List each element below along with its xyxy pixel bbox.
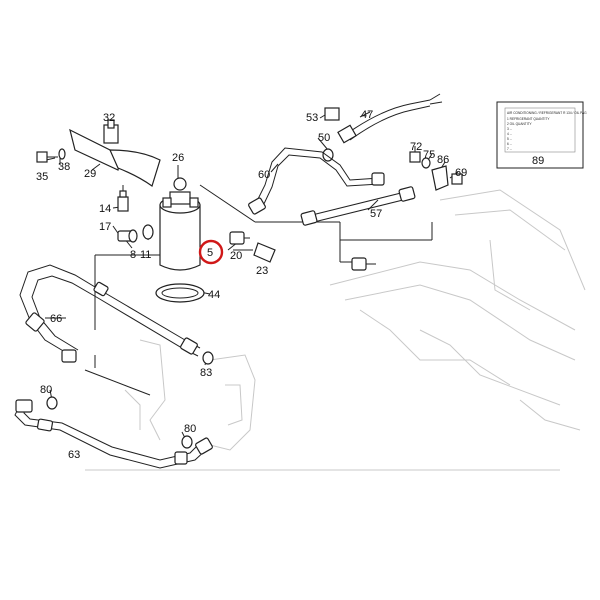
pressure-switch <box>117 185 129 212</box>
callout-26: 26 <box>172 152 184 164</box>
callout-11: 11 <box>140 249 151 261</box>
callout-50: 50 <box>318 132 330 144</box>
callout-5: 5 <box>207 247 213 259</box>
callout-29: 29 <box>84 168 96 180</box>
callout-14: 14 <box>99 203 111 215</box>
background-structure <box>85 189 586 471</box>
hose-66 <box>19 264 201 363</box>
receiver-dryer <box>159 177 201 271</box>
label-card-line: AIR CONDITIONING / REFRIGERANT R 134 / O… <box>507 111 587 115</box>
bracket <box>69 119 161 187</box>
callout-17: 17 <box>99 221 111 233</box>
label-card-line: 3 ... <box>507 127 512 131</box>
clamp-band <box>155 283 205 303</box>
bolt <box>36 148 66 163</box>
fittings <box>117 224 154 243</box>
callout-80: 80 <box>40 384 52 396</box>
label-card-line: 1 REFRIGERANT QUANTITY <box>507 117 550 121</box>
refrigerant-pipe-2 <box>300 186 416 226</box>
callout-89: 89 <box>532 155 544 167</box>
hose-switch <box>337 93 443 144</box>
valve <box>229 231 276 263</box>
callout-72: 72 <box>410 141 422 153</box>
label-card: AIR CONDITIONING / REFRIGERANT R 134 / O… <box>496 101 587 169</box>
washers-80 <box>46 396 193 449</box>
callout-83: 83 <box>200 367 212 379</box>
callout-47: 47 <box>361 109 373 121</box>
callout-53: 53 <box>306 112 318 124</box>
highlight-circle <box>198 239 224 265</box>
callout-32: 32 <box>103 112 115 124</box>
label-card-line: 6 ... <box>507 142 512 146</box>
label-card-line: 4 ... <box>507 132 512 136</box>
label-card-line: 2 OIL QUANTITY <box>507 122 533 126</box>
label-card-line: 5 ... <box>507 137 512 141</box>
callout-63: 63 <box>68 449 80 461</box>
label-card-line: 7 ... <box>507 147 512 151</box>
callout-35: 35 <box>36 171 48 183</box>
cap-part <box>324 107 340 121</box>
callout-57: 57 <box>370 208 382 220</box>
hose-63 <box>14 399 213 469</box>
callout-86: 86 <box>437 154 449 166</box>
washer-83 <box>202 351 214 365</box>
right-fittings <box>409 151 463 191</box>
callout-23: 23 <box>256 265 268 277</box>
inline-fitting <box>351 257 376 271</box>
callout-20: 20 <box>230 250 242 262</box>
callout-60: 60 <box>258 169 270 181</box>
callout-numbers: 32 35 38 29 26 14 17 8 11 5 20 23 44 53 … <box>36 109 544 461</box>
callout-75: 75 <box>423 149 435 161</box>
callout-38: 38 <box>58 161 70 173</box>
callout-69: 69 <box>455 167 467 179</box>
callout-44: 44 <box>208 289 220 301</box>
callout-80: 80 <box>184 423 196 435</box>
callout-8: 8 <box>130 249 136 261</box>
callout-66: 66 <box>50 313 62 325</box>
refrigerant-pipe <box>248 147 385 215</box>
